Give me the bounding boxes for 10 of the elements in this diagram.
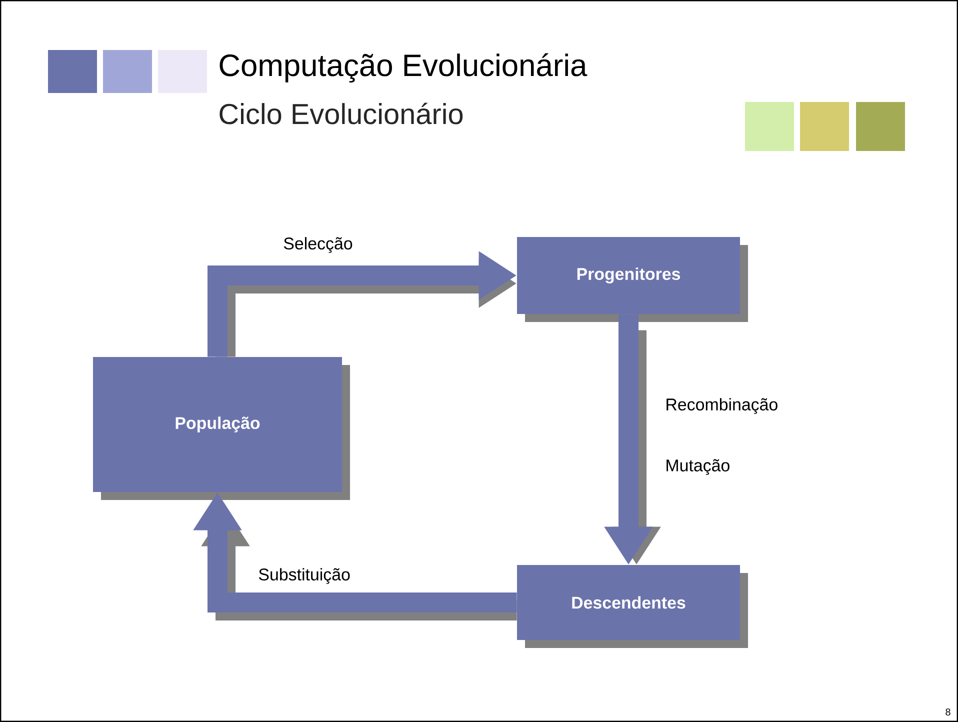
operator-label: Mutação bbox=[666, 459, 730, 475]
process-box: Progenitores bbox=[517, 237, 748, 322]
process-box: População bbox=[93, 357, 350, 500]
page-number: 8 bbox=[946, 708, 950, 716]
edge-label: Selecção bbox=[284, 237, 352, 253]
process-box: Descendentes bbox=[517, 565, 748, 648]
edge-label: Substituição bbox=[258, 568, 350, 584]
edge-label: Recombinação bbox=[666, 398, 778, 414]
subtitle: Ciclo Evolucionário bbox=[220, 102, 463, 124]
title: Computação Evolucionária bbox=[220, 53, 588, 83]
